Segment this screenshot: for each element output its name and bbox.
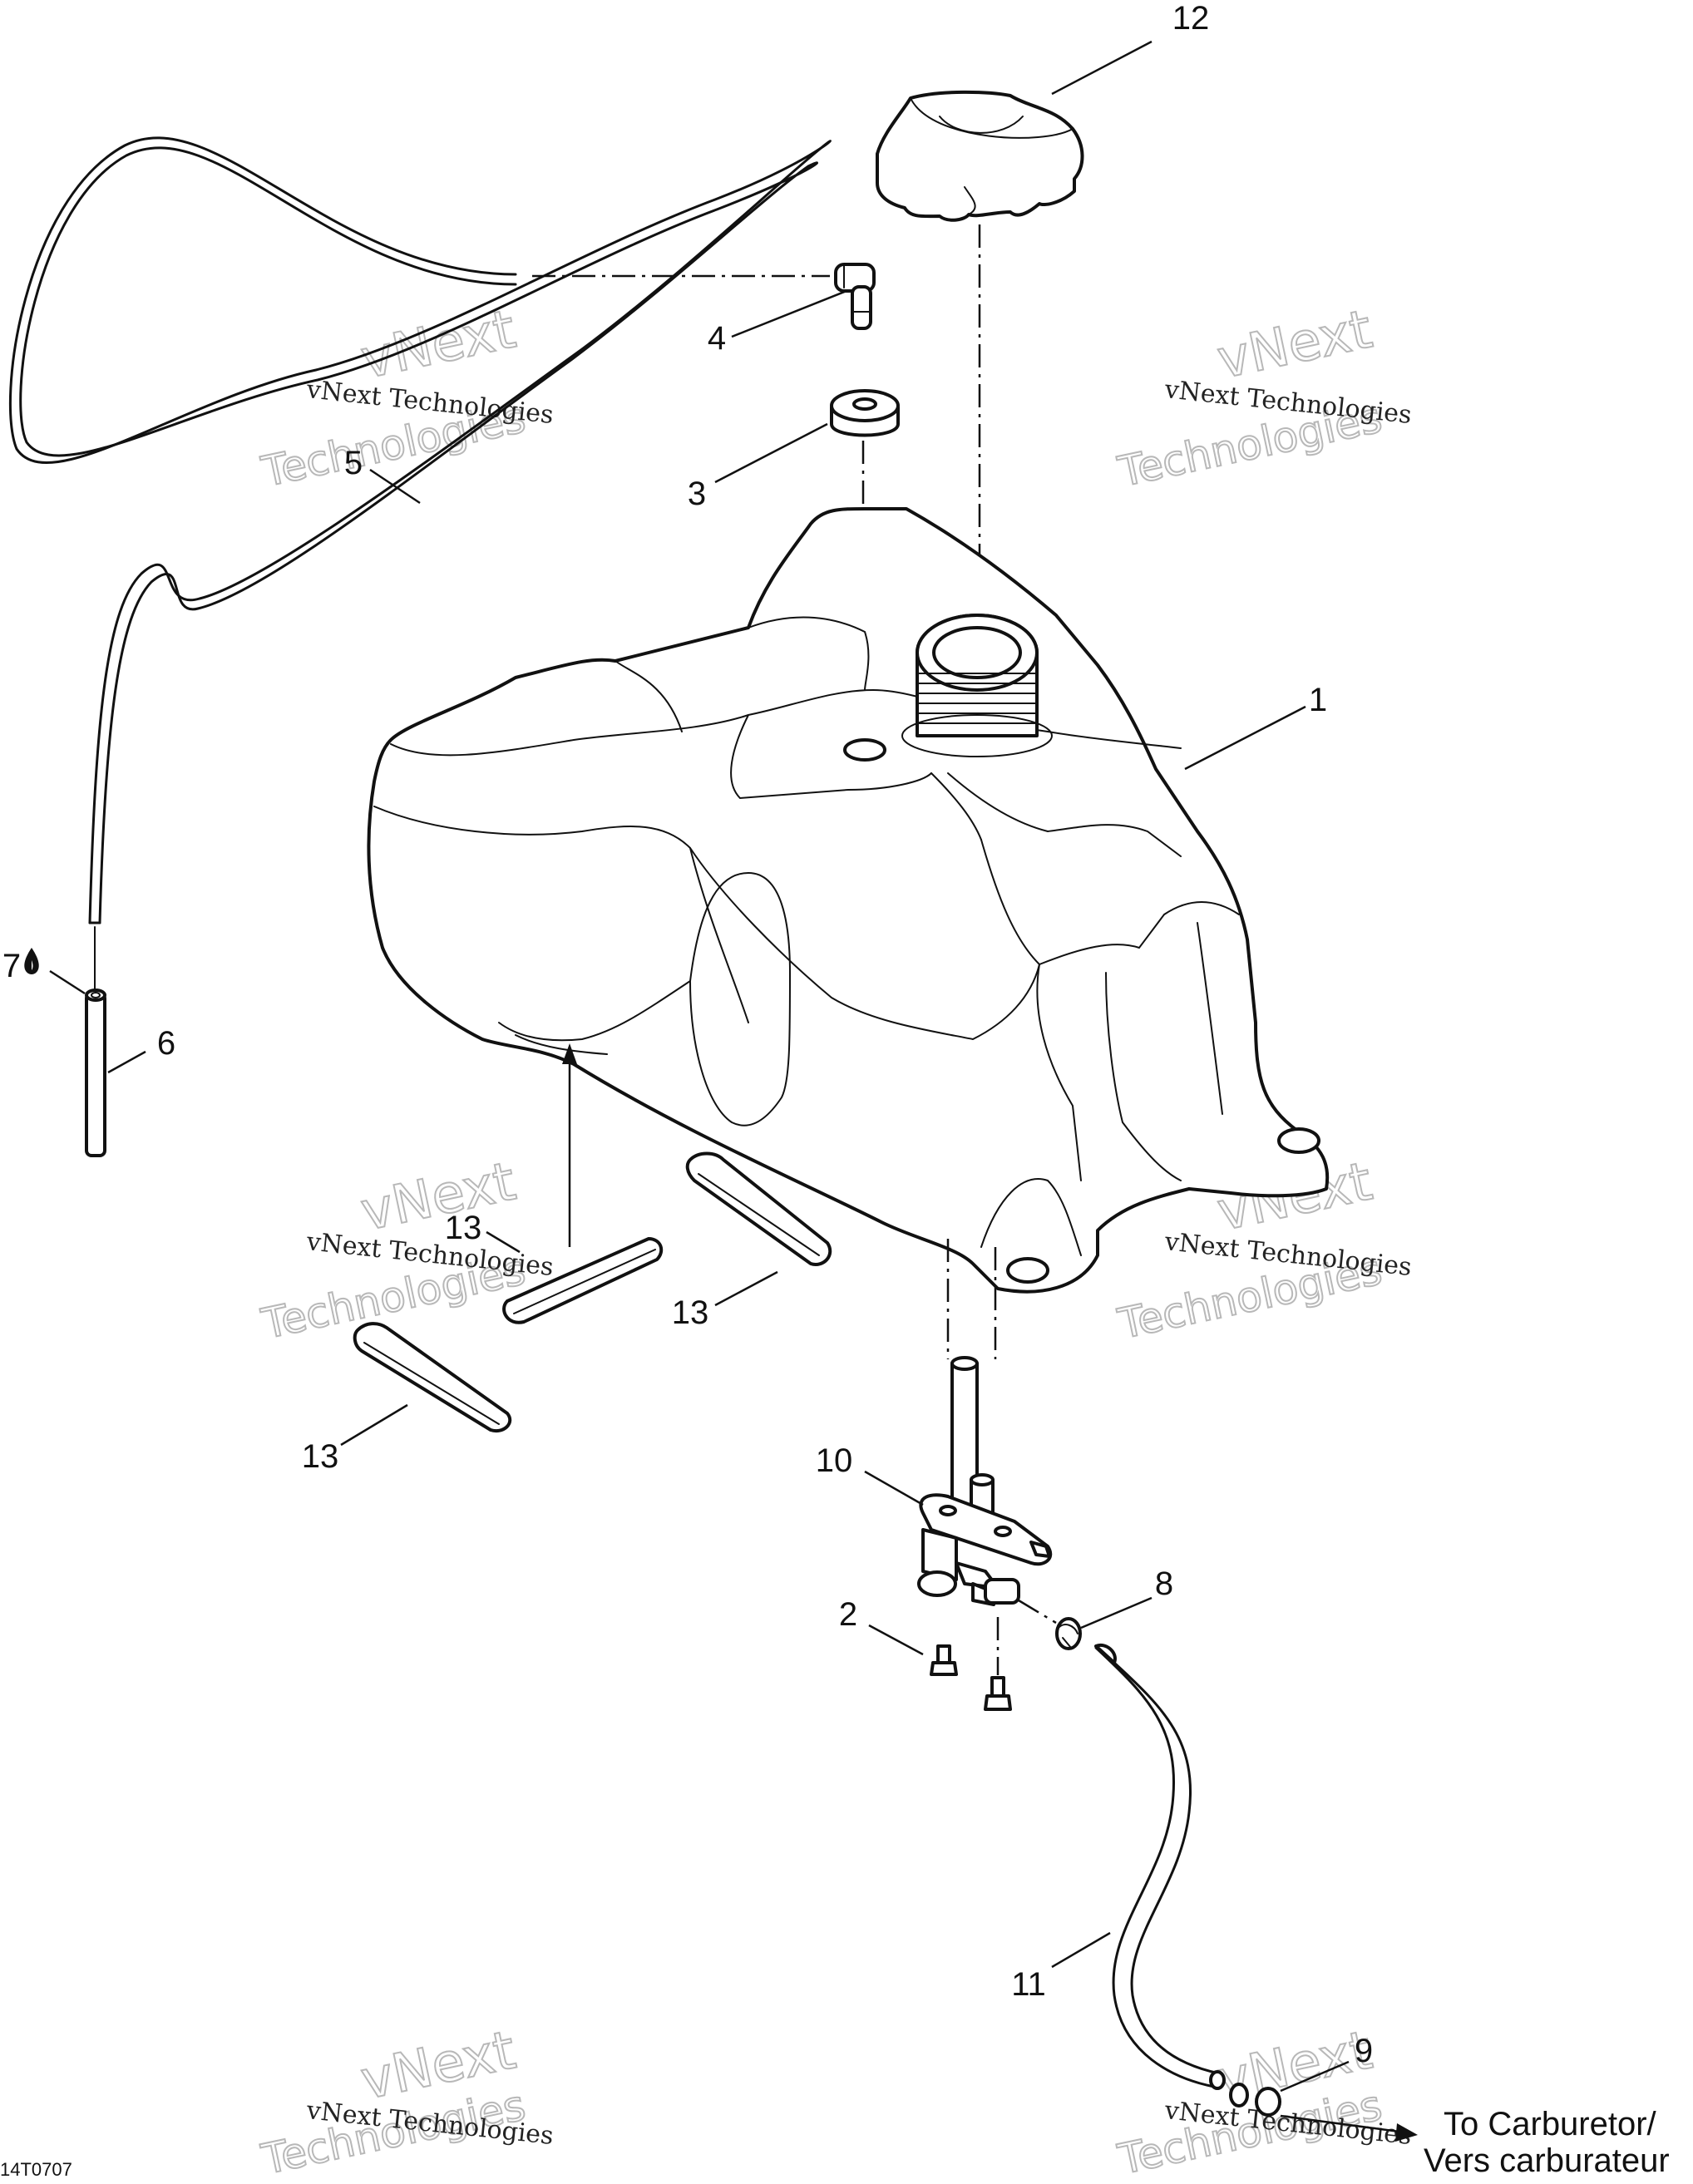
callout-11: 11 [1011,1966,1046,2003]
watermark-bottom-left: vNext Technologies vNext Technologies [256,2019,555,2184]
callout-2: 2 [839,1596,857,1633]
callout-4: 4 [708,320,726,357]
fuel-hose [1094,1643,1226,2090]
pad-3 [353,1322,512,1433]
hose-clamp [1055,1617,1082,1650]
leader-7 [49,969,86,995]
leader-4 [731,289,847,338]
leader-13c [340,1403,408,1447]
oil-drop-icon [24,948,39,974]
leader-12 [1051,40,1153,96]
vent-fitting [834,263,876,330]
connector-tube [85,926,106,1157]
pad-1 [502,1237,664,1324]
outlet-clamp [1229,2083,1281,2117]
leader-lines [49,40,1350,2093]
destination-label: To Carburetor/ Vers carburateur [1424,2106,1670,2179]
arrow-up [562,1043,577,1247]
destination-line1: To Carburetor/ [1444,2106,1657,2142]
connection-line-outlet [1018,1599,1057,1624]
watermark-word1: vNext [356,298,521,391]
leader-3 [714,422,828,484]
pad-2 [685,1151,832,1266]
fuel-valve [917,1356,1053,1606]
callout-9: 9 [1355,2033,1373,2069]
watermark-word1: vNext [1212,298,1377,391]
destination-line2: Vers carburateur [1424,2142,1670,2179]
callout-3: 3 [688,476,706,512]
fuel-cap [876,90,1084,222]
leader-10 [864,1470,924,1506]
callout-labels: 12 1 4 3 5 7 6 13 13 13 10 2 8 11 9 [2,0,1373,2069]
leader-11 [1051,1931,1111,1969]
callout-1: 1 [1309,682,1327,718]
watermark-top-right: vNext Technologies vNext Technologies [1113,298,1413,497]
watermark-word1: vNext [356,1151,521,1243]
watermark-top-left: vNext Technologies vNext Technologies [256,298,555,497]
callout-8: 8 [1155,1565,1173,1602]
arrow-to-carburetor [1280,2114,1418,2142]
callout-13a: 13 [445,1210,482,1246]
leader-2 [868,1624,924,1656]
callout-13c: 13 [302,1438,339,1475]
vent-hose [8,136,832,924]
leader-9 [1280,2060,1350,2093]
fuel-tank [367,507,1330,1294]
callout-5: 5 [344,445,363,481]
screw-2 [984,1676,1012,1711]
figure-reference: 14T0707 [0,2159,72,2180]
screw-1 [930,1644,958,1676]
leader-13b [714,1270,778,1307]
callout-12: 12 [1172,0,1210,37]
leader-1 [1184,705,1306,771]
grommet [830,389,900,437]
leader-6 [107,1050,146,1074]
leader-8 [1080,1596,1153,1629]
callout-13b: 13 [672,1294,709,1331]
leader-5 [369,468,421,505]
callout-10: 10 [816,1442,853,1479]
callout-6: 6 [157,1025,175,1062]
leader-13a [486,1230,521,1254]
callout-7: 7 [2,948,21,984]
